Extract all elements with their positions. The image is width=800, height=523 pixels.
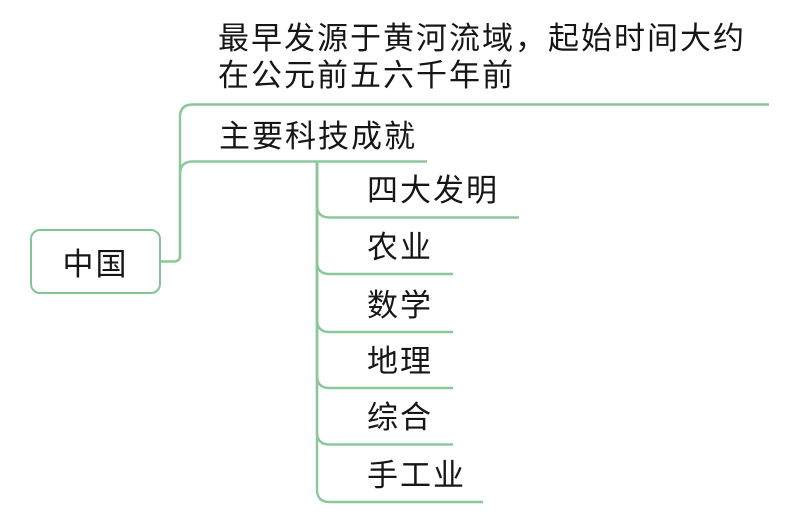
root-label: 中国 xyxy=(62,247,129,282)
node-mathematics[interactable]: 数学 xyxy=(367,288,433,323)
node-root[interactable]: 中国 xyxy=(30,229,161,294)
node-four-inventions[interactable]: 四大发明 xyxy=(367,173,499,208)
connector-achievements-to-handicraft xyxy=(315,161,483,504)
connector-trunk-to-achievements xyxy=(178,160,427,259)
node-geography[interactable]: 地理 xyxy=(367,344,433,379)
node-handicraft[interactable]: 手工业 xyxy=(367,458,466,493)
node-agriculture[interactable]: 农业 xyxy=(367,230,433,265)
node-main-achievements[interactable]: 主要科技成就 xyxy=(219,119,417,154)
node-comprehensive[interactable]: 综合 xyxy=(367,400,433,435)
node-origin-note[interactable]: 最早发源于黄河流域，起始时间大约在公元前五六千年前 xyxy=(218,21,746,93)
